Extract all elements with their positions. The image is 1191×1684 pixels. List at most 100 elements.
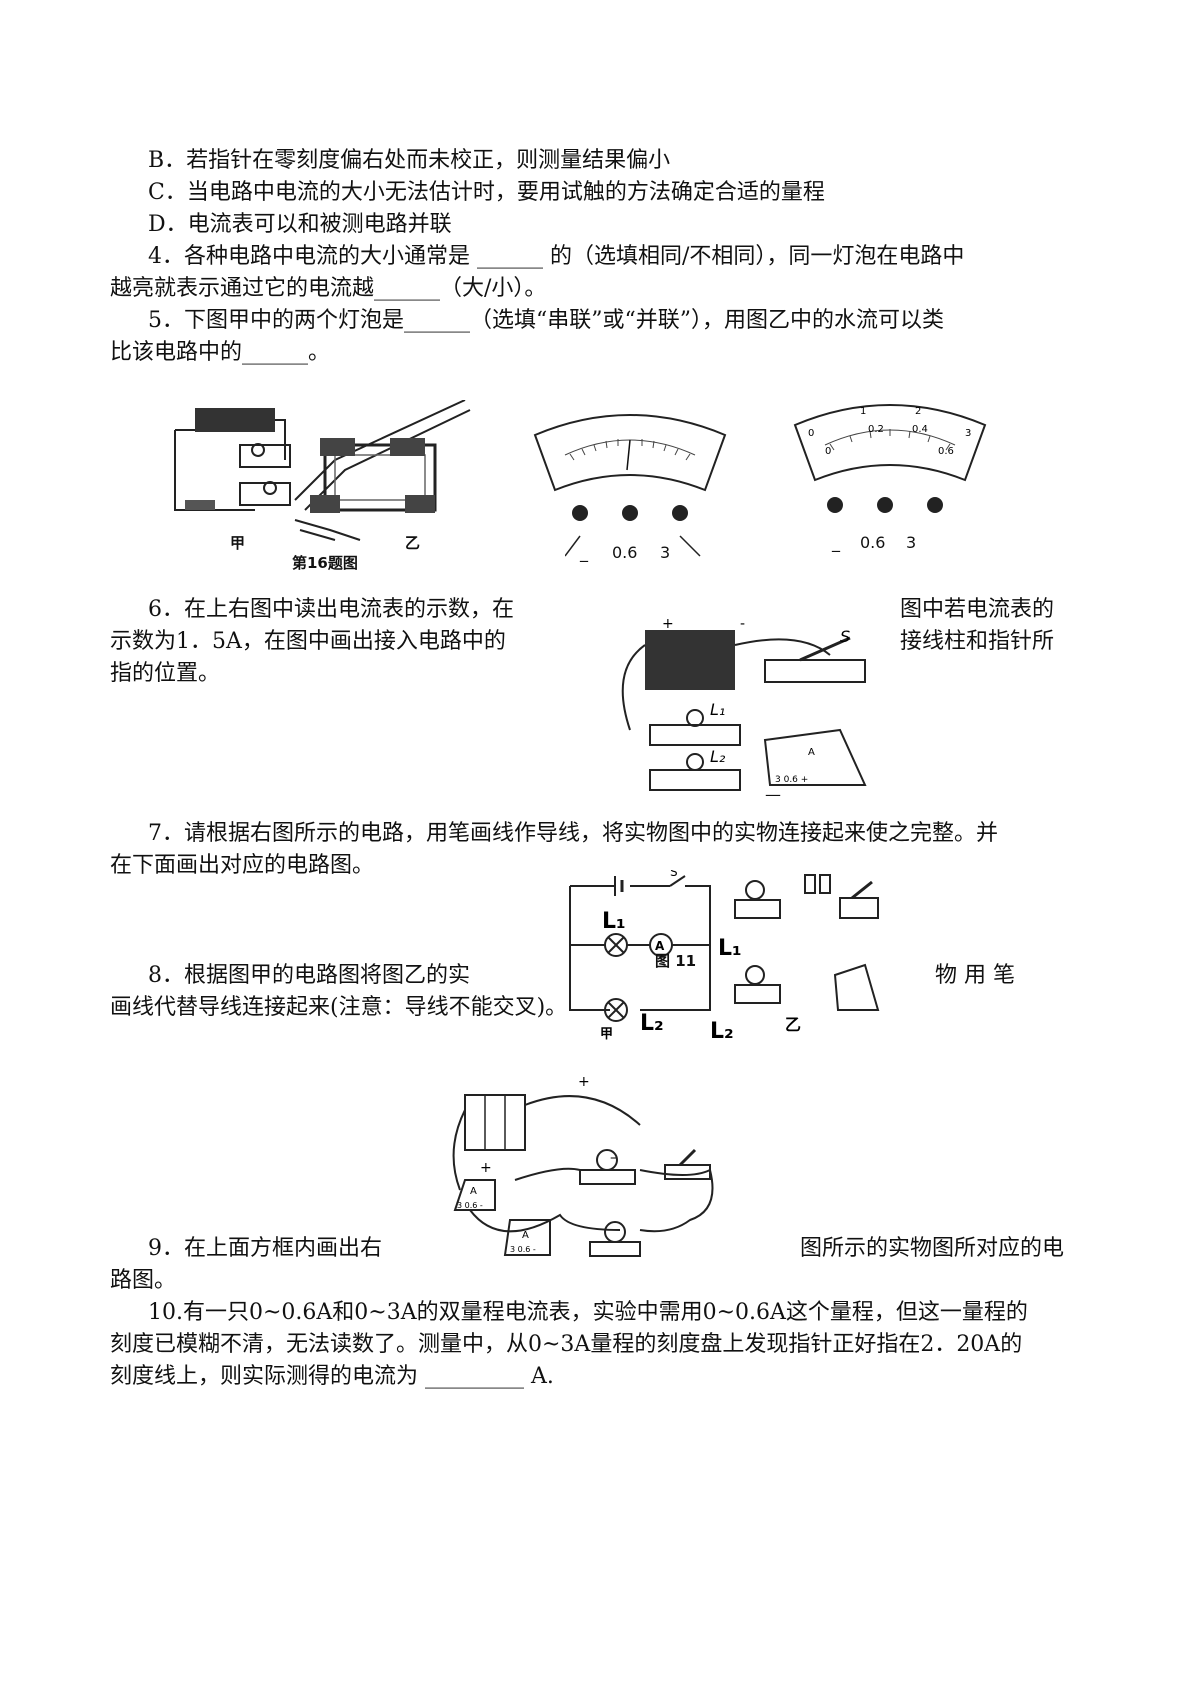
label-jia: 甲 [600,1027,613,1040]
bulb-icon [596,1149,618,1171]
water-wheel-icon [320,438,355,456]
meter1-terminal-3: 3 [660,543,671,562]
label-minus: - [740,616,745,632]
q6-line2-right: 接线柱和指针所 [900,629,1055,654]
bulb-icon [686,709,704,727]
label-plus-mid: + [480,1160,492,1176]
bulb-icon [604,1221,626,1243]
battery-icon [645,630,735,690]
ammeter-symbol-icon [649,933,673,957]
q8-line1-right: 物 用 笔 [935,963,1015,988]
q5-line1: 5．下图甲中的两个灯泡是______（选填“串联”或“并联”），用图乙中的水流可… [148,308,944,333]
scale-label: 0 [825,446,831,457]
lamp-symbol-icon [604,933,628,957]
label-l2: L₂ [640,1011,664,1036]
ammeter-terminals-1 [565,505,701,557]
battery-box-icon [195,408,275,432]
label-yi: 乙 [785,1015,801,1034]
switch-icon [664,1164,711,1180]
fig11-circuit: S A L₁ L₂ 甲 L₁ L₂ 乙 [569,870,880,1040]
bulb-icon [251,443,265,457]
ammeter-icon [453,1179,496,1211]
terminal-icon [927,497,943,513]
label-plus: + [662,616,674,632]
scale-label: 1 [860,406,866,417]
scale-label: 2 [915,406,921,417]
fig16-circuit-figure [174,400,471,541]
bulb-icon [745,965,765,985]
terminal-icon [622,505,638,521]
q9-line2: 路图。 [110,1268,177,1293]
switch-base-icon [764,659,866,683]
battery-cell-icon [819,874,831,894]
meter2-terminal-06: 0.6 [860,533,886,552]
ammeter-terminal-labels: 3 0.6 - [457,1201,483,1210]
q3-option-b: B．若指针在零刻度偏右处而未校正，则测量结果偏小 [148,148,671,173]
scale-label: 0.4 [912,424,928,435]
q6-line2-left: 示数为1．5A，在图中画出接入电路中的 [110,629,506,654]
q7-line2: 在下面画出对应的电路图。 [110,853,375,878]
label-a: A [470,1186,477,1197]
terminal-icon [672,505,688,521]
scale-label: 0.6 [938,446,954,457]
q6-dash: — [765,785,781,804]
q6-line3: 指的位置。 [110,661,221,686]
fig16-caption: 第16题图 [292,554,358,572]
q9-line1-right: 图所示的实物图所对应的电 [800,1236,1065,1261]
battery-icon [464,1094,526,1151]
ammeter-dial-2: 1 2 0 0.2 0.4 3 0 0.6 [793,404,987,482]
meter1-terminal-06: 0.6 [612,543,638,562]
ammeter-icon [503,1219,551,1256]
ammeter-icon [833,963,880,1011]
q5-line2: 比该电路中的______。 [110,340,331,365]
q8-line1-left: 8．根据图甲的电路图将图乙的实 [148,963,470,988]
label-a: A [655,939,665,953]
bulb-icon [745,880,765,900]
label-a: A [808,747,815,758]
switch-symbol-icon [669,875,686,887]
bulb-icon [686,753,704,771]
switch-icon [839,897,879,919]
water-pump-icon [390,438,425,456]
label-l1: L₁ [602,909,626,934]
switch-lever-icon [799,636,851,662]
q6-line1-right: 图中若电流表的 [900,597,1055,622]
scale-label: 0.2 [868,424,884,435]
meter2-terminal-3: 3 [906,533,917,552]
q10-line1: 10.有一只0~0.6A和0~3A的双量程电流表，实验中需用0~0.6A这个量程… [148,1300,1028,1325]
q6-line1-left: 6．在上右图中读出电流表的示数，在 [148,597,514,622]
terminal-icon [827,497,843,513]
q3-option-c: C．当电路中电流的大小无法估计时，要用试触的方法确定合适的量程 [148,180,825,205]
q10-line2: 刻度已模糊不清，无法读数了。测量中，从0~3A量程的刻度盘上发现指针正好指在2．… [110,1332,1023,1357]
q4-line1: 4．各种电路中电流的大小通常是 ______ 的（选填相同/不相同），同一灯泡在… [148,244,965,269]
q9-line1-left: 9．在上面方框内画出右 [148,1236,382,1261]
battery-cell-icon [804,874,816,894]
label-l2: L₂ [710,747,726,766]
fig16-label-jia: 甲 [230,534,246,552]
ammeter-terminal-labels: 3 0.6 - [510,1245,536,1254]
needle [626,439,631,471]
ammeter-icon [763,728,867,786]
fig16-label-yi: 乙 [405,534,421,552]
terminal-icon [877,497,893,513]
label-l1: L₁ [710,700,725,719]
label-s: S [670,870,678,879]
q10-line3: 刻度线上，则实际测得的电流为 _________ A. [110,1364,554,1389]
bulb-icon [263,481,277,495]
meter2-terminal-neg: _ [832,533,840,552]
q6-physical-circuit: S L₁ L₂ A 3 0.6 + + - [621,616,867,791]
label-l1-physical: L₁ [718,936,742,961]
q3-option-d: D．电流表可以和被测电路并联 [148,212,452,237]
label-minus: – [610,1150,617,1166]
meter1-terminal-neg: _ [580,543,588,562]
label-s: S [840,627,850,646]
fig11-caption: 图 11 [655,952,697,970]
switch-icon [185,500,215,510]
scale-label: 3 [965,428,971,439]
scale-label: 0 [808,428,814,439]
label-plus-top: + [578,1074,590,1090]
q4-line2: 越亮就表示通过它的电流越______（大/小）。 [110,276,547,301]
terminal-icon [572,505,588,521]
label-a: A [522,1230,529,1241]
ammeter-dial-1 [533,414,727,492]
